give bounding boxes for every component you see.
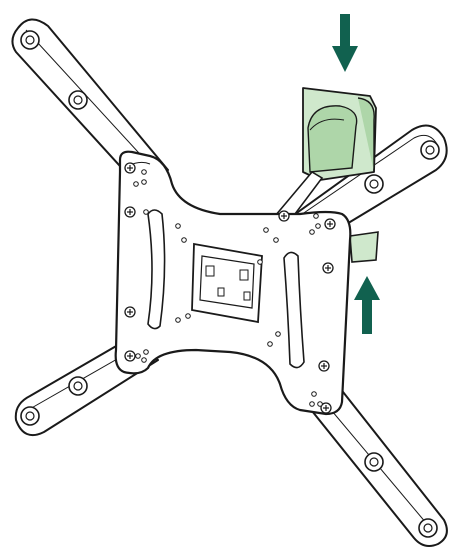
center-window (191, 242, 263, 324)
main-plate (114, 150, 352, 416)
arrow-up-icon (354, 276, 380, 334)
green-clip (302, 87, 379, 263)
arm-bottom-right (299, 377, 448, 547)
slot-right (283, 251, 305, 369)
slot-left (147, 209, 166, 330)
arrow-down-icon (332, 14, 358, 72)
back-arm-upper-right (261, 124, 448, 239)
arm-top-left (11, 18, 169, 189)
